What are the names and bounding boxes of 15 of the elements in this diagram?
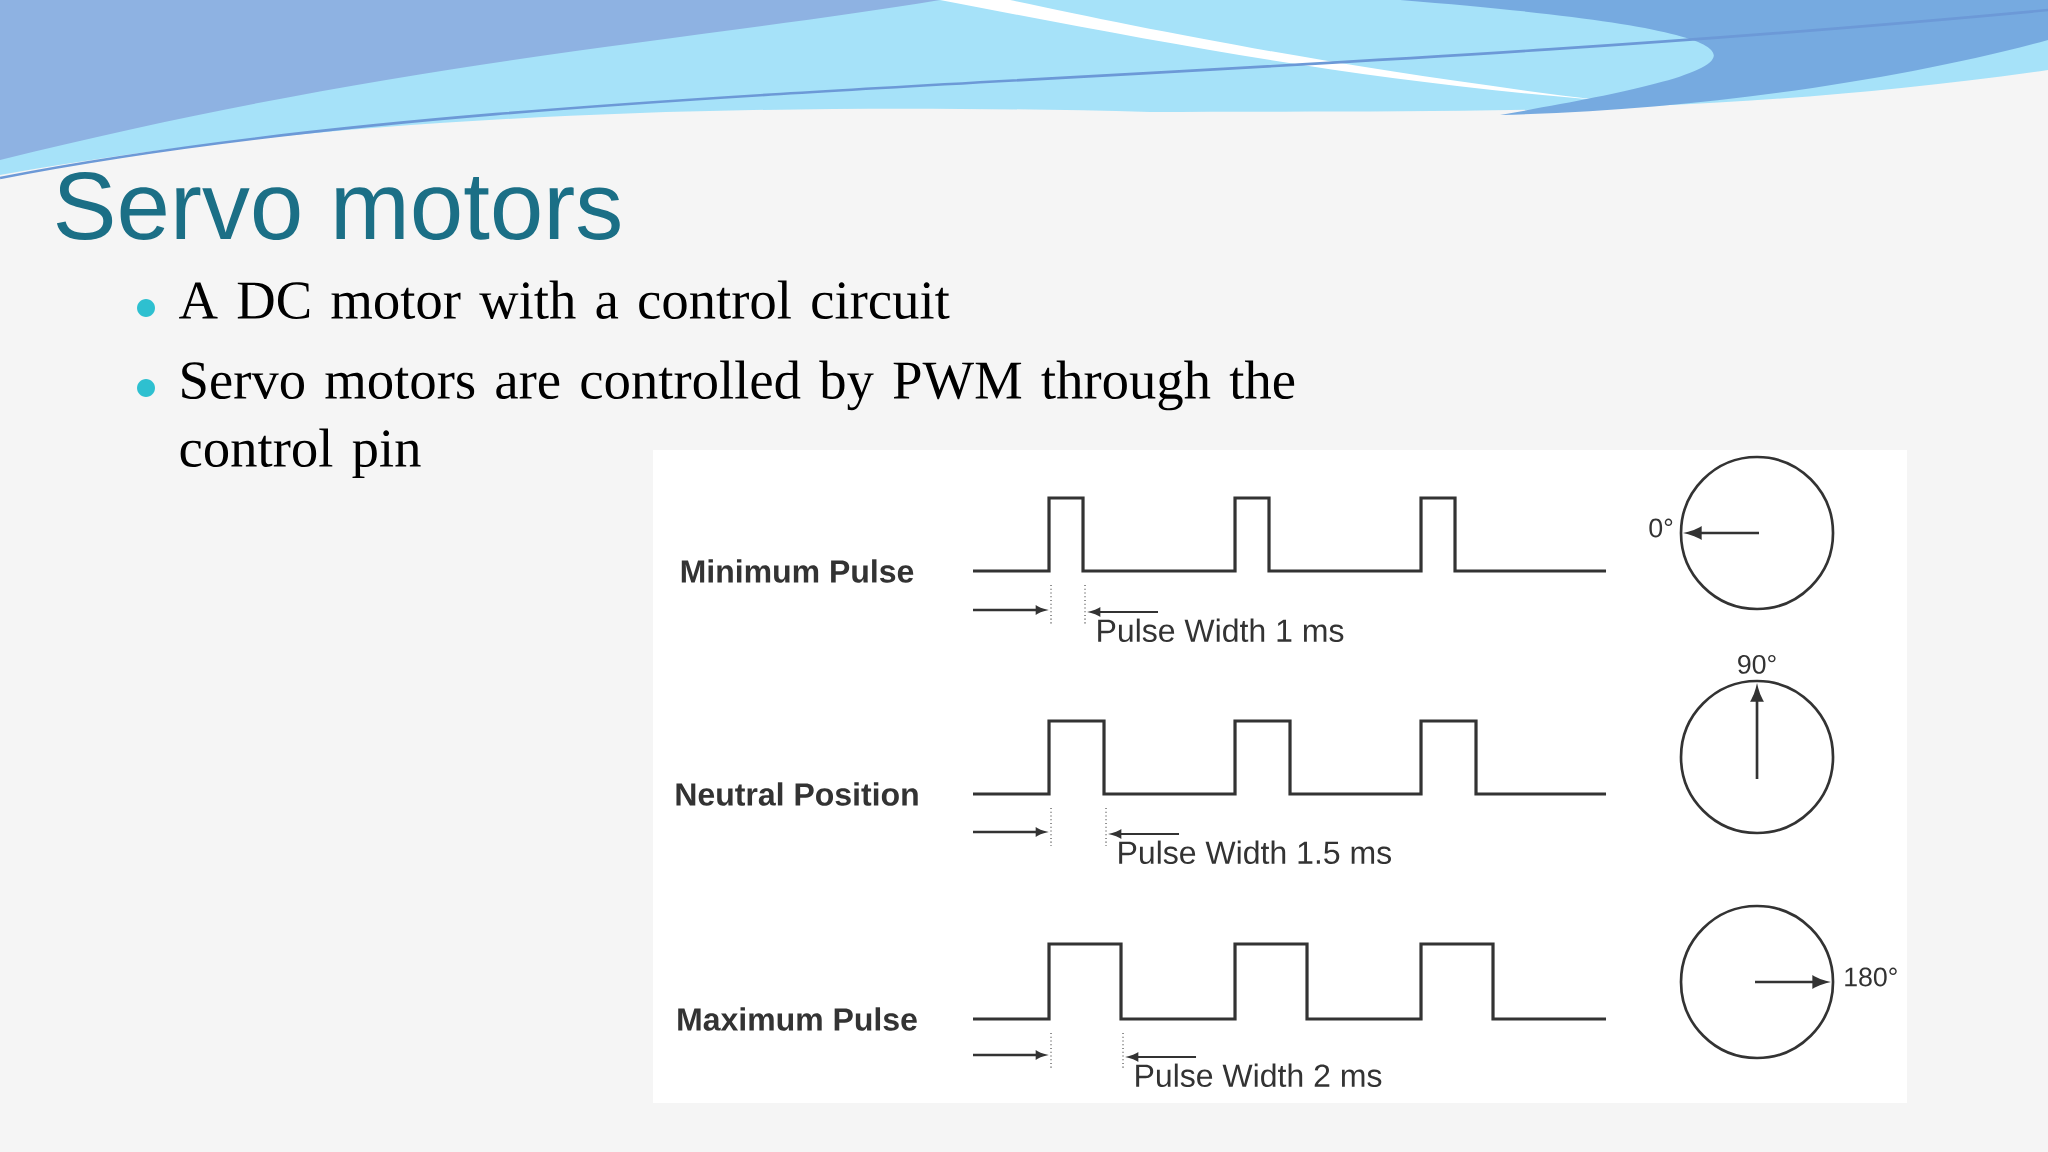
pulse-width-label: Pulse Width 1 ms <box>1098 618 1344 643</box>
row-label: Neutral Position <box>676 782 918 806</box>
angle-label: 180° <box>1845 967 1897 987</box>
dial-circle <box>1679 455 1835 611</box>
angle-label: 90° <box>1738 654 1776 674</box>
pulse-width-label: Pulse Width 1.5 ms <box>1119 840 1391 865</box>
bullet-item: A DC motor with a control circuit <box>137 280 950 319</box>
pulse-width-label: Pulse Width 2 ms <box>1136 1063 1382 1088</box>
dial-circle <box>1679 904 1835 1060</box>
bullet-item: Servo motors are controlled by PWM through the control pin <box>137 360 1295 479</box>
row-label: Maximum Pulse <box>678 1007 917 1031</box>
angle-label: 0° <box>1649 518 1673 538</box>
row-label: Minimum Pulse <box>681 559 914 583</box>
dial-circle <box>1679 679 1835 835</box>
slide-title: Servo motors <box>56 172 620 240</box>
